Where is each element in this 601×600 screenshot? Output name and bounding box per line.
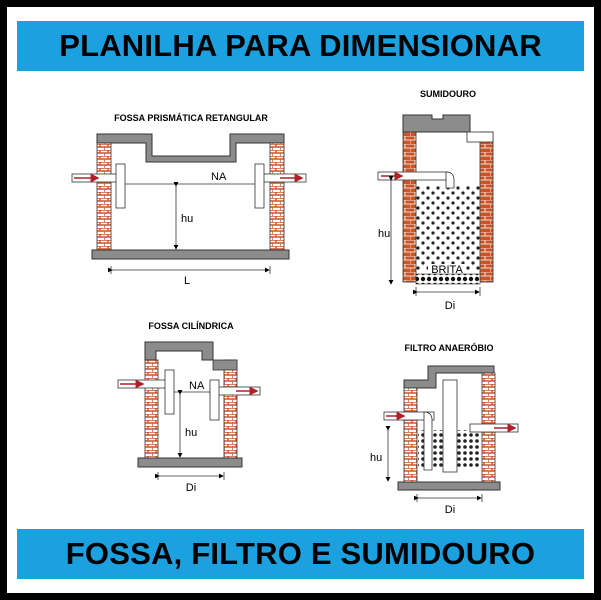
rect-tank-right-wall (269, 139, 285, 251)
cyl-tank-hu-label: hu (185, 427, 197, 439)
sumidouro-hu-label: hu (378, 228, 390, 240)
sumidouro-perforated-zone (416, 186, 480, 270)
cyl-tank-diameter-label: Di (186, 482, 196, 494)
header-banner: PLANILHA PARA DIMENSIONAR (17, 21, 584, 71)
filter-central-tube (442, 379, 458, 473)
rect-septic-tank-diagram: FOSSA PRISMÁTICA RETANGULAR NA hu L (71, 113, 307, 287)
cyl-tank-right-wall (223, 359, 238, 459)
sumidouro-top-slab (402, 114, 471, 133)
sumidouro-title: SUMIDOURO (420, 89, 476, 99)
footer-title: FOSSA, FILTRO E SUMIDOURO (65, 536, 536, 571)
rect-tank-title: FOSSA PRISMÁTICA RETANGULAR (114, 113, 268, 123)
sumidouro-inlet-elbow (445, 171, 455, 189)
filter-base (397, 481, 501, 491)
filter-diameter-label: Di (445, 504, 455, 516)
rect-tank-outlet-tee (254, 163, 265, 209)
footer-banner: FOSSA, FILTRO E SUMIDOURO (17, 529, 584, 579)
cyl-tank-na-label: NA (189, 380, 205, 392)
rect-tank-hu-label: hu (181, 213, 193, 225)
cyl-tank-outlet-tee (209, 379, 220, 421)
rect-tank-inlet-tee (115, 163, 126, 209)
filter-inlet-elbow (423, 411, 433, 471)
sumidouro-right-wall (479, 131, 494, 283)
sumidouro-diameter-label: Di (445, 300, 455, 312)
rect-tank-top-slab (96, 133, 285, 163)
cyl-tank-base (137, 457, 243, 468)
sumidouro-gravel-layer (415, 273, 481, 285)
anaerobic-filter-diagram: FILTRO ANAERÓBIO hu Di (370, 342, 519, 516)
rect-tank-base (91, 249, 290, 260)
header-title: PLANILHA PARA DIMENSIONAR (59, 28, 542, 63)
sumidouro-diagram: SUMIDOURO BRITA hu Di (377, 89, 494, 312)
rect-tank-length-label: L (184, 275, 190, 287)
cylindrical-septic-tank-diagram: FOSSA CILÍNDRICA NA hu Di (117, 321, 261, 494)
filter-title: FILTRO ANAERÓBIO (405, 342, 494, 353)
cyl-tank-top-slab (144, 341, 214, 361)
cyl-tank-title: FOSSA CILÍNDRICA (148, 321, 234, 331)
rect-tank-na-label: NA (211, 171, 227, 183)
cyl-tank-left-wall (144, 359, 159, 459)
sumidouro-left-wall (402, 131, 417, 283)
cyl-tank-inlet-tee (164, 369, 175, 415)
rect-tank-left-wall (96, 139, 112, 251)
page-background (7, 7, 594, 593)
sumidouro-brita-label: BRITA (431, 264, 463, 276)
filter-left-wall (403, 387, 418, 483)
filter-hu-label: hu (370, 452, 382, 464)
